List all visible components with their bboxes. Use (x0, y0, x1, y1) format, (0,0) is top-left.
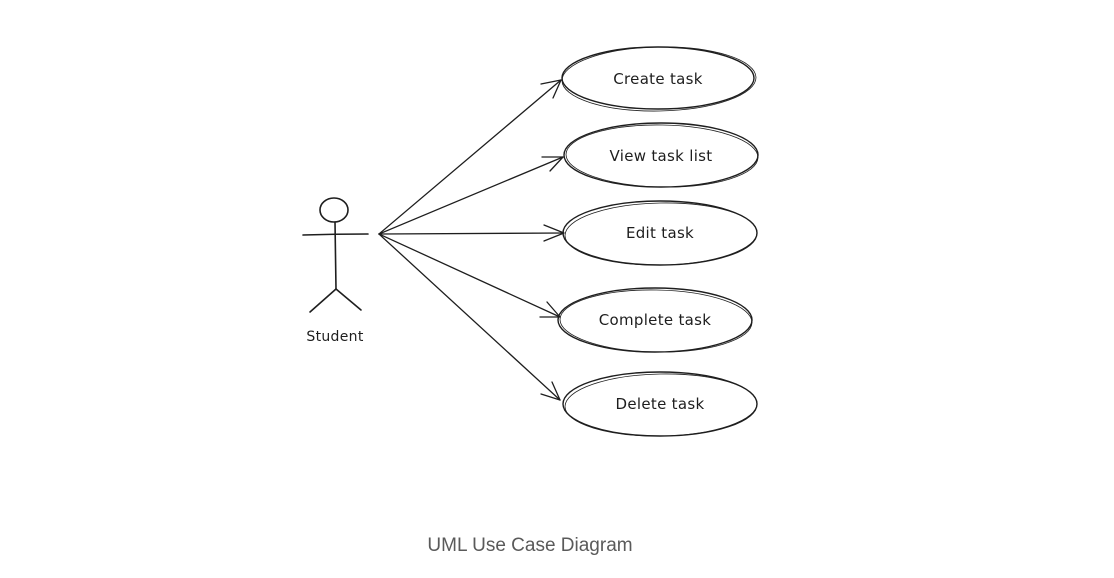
use-case-delete-task-shape (562, 371, 758, 437)
use-case-label-delete-task: Delete task (616, 395, 705, 413)
arrowhead (540, 381, 561, 401)
use-case-complete-task-shape (557, 287, 753, 353)
use-case-label-view-task-list: View task list (610, 147, 713, 165)
use-case-label-create-task: Create task (613, 70, 702, 88)
actor-label: Student (306, 329, 363, 345)
use-case-label-complete-task: Complete task (599, 311, 712, 329)
use-case-create-task-shape (561, 46, 757, 112)
association-complete-task (378, 233, 561, 318)
actor-arms (302, 233, 369, 236)
actor-right-leg (335, 288, 362, 311)
association-view-task-list (378, 156, 564, 235)
association-edit-task (378, 224, 565, 242)
use-case-edit-task-shape (562, 200, 758, 266)
actor-student (302, 197, 369, 313)
association-create-task (378, 79, 562, 235)
actor-left-leg (309, 288, 337, 313)
actor-body (334, 221, 337, 290)
use-case-view-task-list-shape (563, 122, 759, 188)
association-delete-task (378, 233, 561, 401)
use-case-label-edit-task: Edit task (626, 224, 694, 242)
arrowhead (543, 224, 565, 242)
figure-caption: UML Use Case Diagram (427, 535, 633, 556)
actor-head (319, 197, 349, 223)
arrowhead (540, 79, 562, 99)
arrowhead (541, 156, 564, 172)
